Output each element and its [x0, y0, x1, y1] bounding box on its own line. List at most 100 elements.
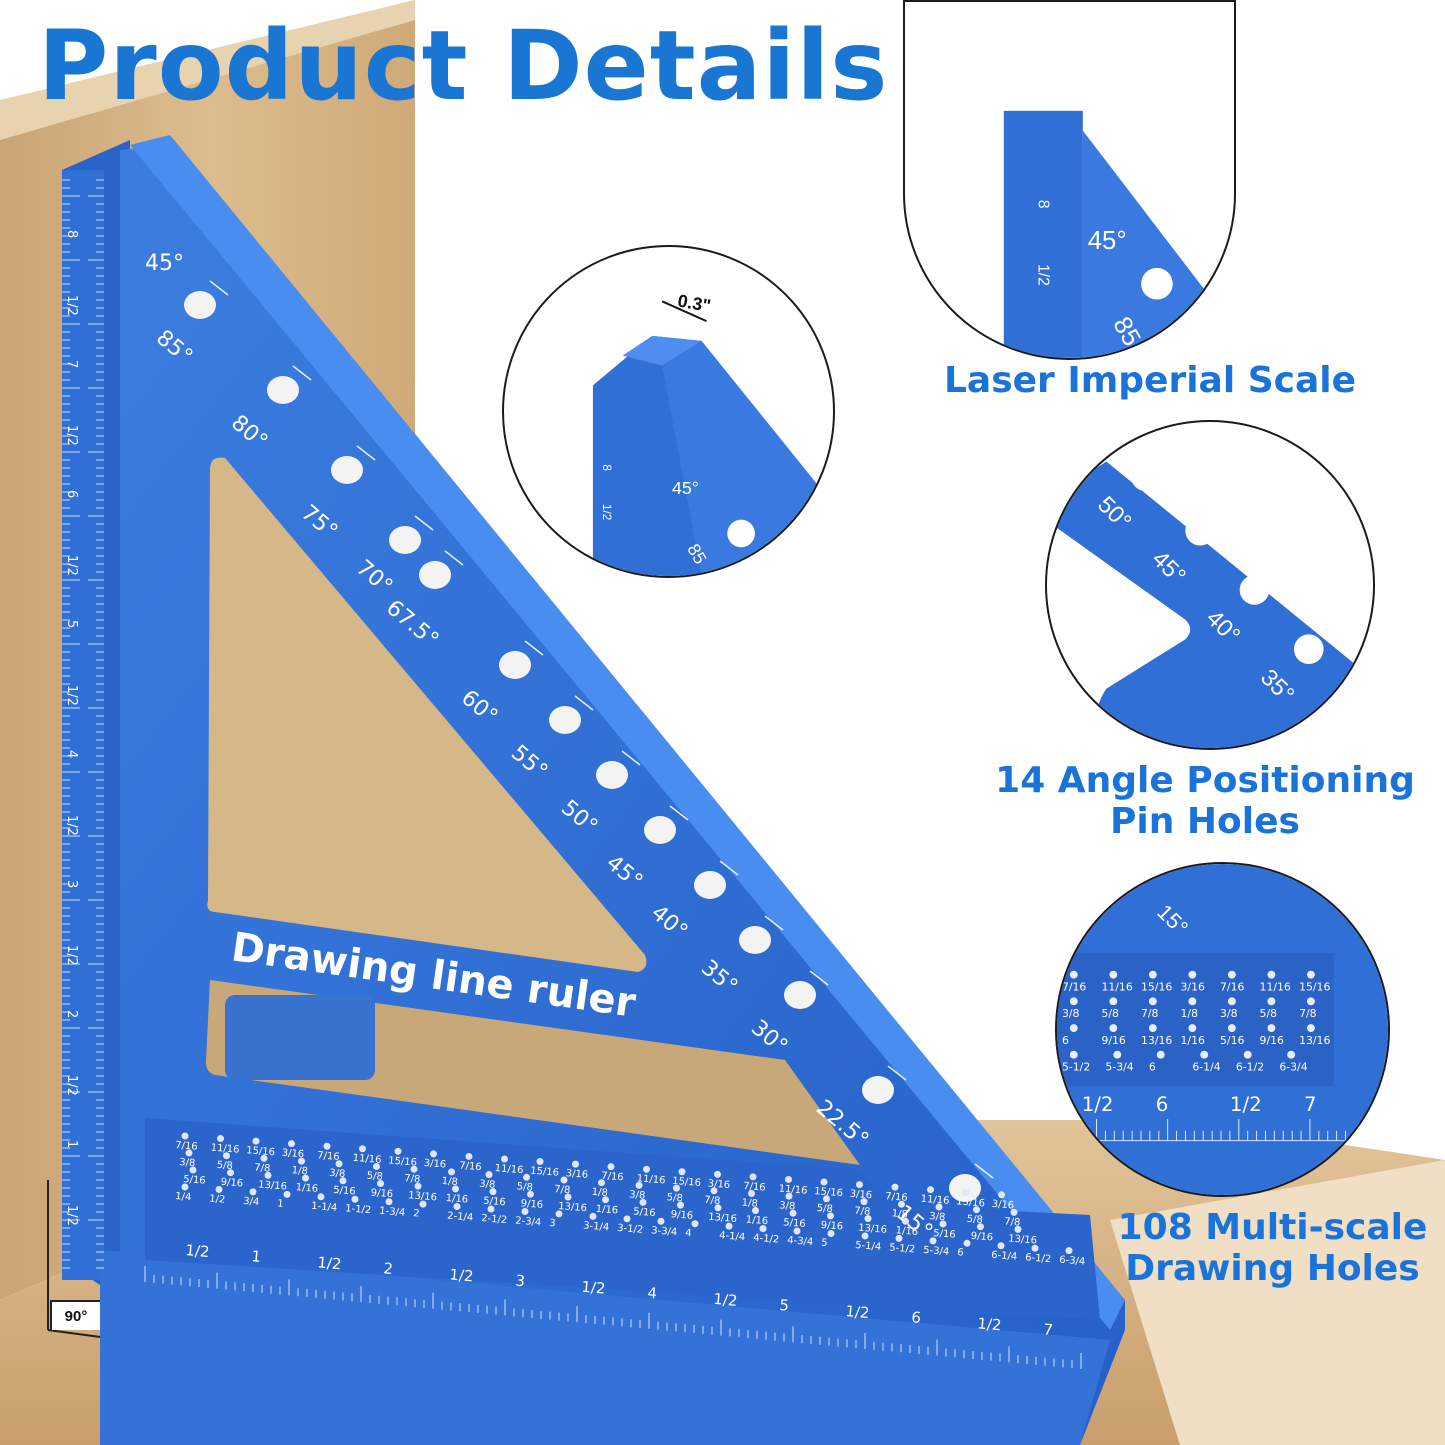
bottom-scale-label: 1: [251, 1247, 262, 1266]
drawing-hole-label: 7/16: [743, 1181, 766, 1194]
drawing-hole-label: 3-3/4: [651, 1225, 678, 1238]
holes-detail-ticks: [1096, 1118, 1382, 1141]
vertical-scale-label: 1/2: [64, 295, 79, 316]
holes-detail-label: 11/16: [1101, 980, 1132, 993]
drawing-hole-label: 11/16: [352, 1153, 382, 1166]
scale-angle-45: 45°: [1088, 227, 1127, 255]
drawing-hole-label: 11/16: [210, 1143, 240, 1156]
bottom-scale-label: 1/2: [581, 1278, 607, 1298]
vertical-scale-label: 3: [64, 880, 79, 888]
caption-scale: Laser Imperial Scale: [943, 360, 1357, 401]
drawing-hole-label: 6-1/2: [1025, 1252, 1052, 1265]
holes-detail-label: 7/16: [1220, 980, 1244, 993]
drawing-hole-label: 7/16: [601, 1171, 624, 1184]
drawing-hole-label: 7/16: [175, 1140, 198, 1153]
drawing-hole-label: 5/8: [516, 1181, 533, 1193]
caption-pin-holes-line2: Pin Holes: [1110, 801, 1300, 843]
thickness-label: 0.3": [676, 291, 712, 316]
angle-holes: [184, 280, 994, 1202]
holes-detail-label: 5-3/4: [1105, 1061, 1133, 1074]
thickness-angle-45: 45°: [672, 478, 699, 498]
drawing-hole-label: 3/8: [779, 1200, 796, 1212]
drawing-hole-label: 3/8: [929, 1211, 946, 1223]
drawing-hole-label: 5: [821, 1238, 828, 1249]
holes-detail-label: 13/16: [1299, 1034, 1330, 1047]
holes-detail-label: 15/16: [1141, 980, 1172, 993]
drawing-hole-label: 3-1/4: [583, 1220, 610, 1233]
drawing-hole-label: 13/16: [558, 1201, 588, 1214]
holes-detail-label: 7/16: [1062, 980, 1086, 993]
bottom-scale-label: 1/2: [317, 1253, 343, 1273]
drawing-hole-label: 3: [549, 1218, 556, 1229]
drawing-hole-label: 7/8: [404, 1173, 421, 1185]
drawing-hole-label: 15/16: [388, 1155, 418, 1168]
vertical-scale-label: 6: [64, 490, 79, 498]
drawing-hole-label: 13/16: [408, 1190, 438, 1203]
drawing-hole-label: 1/16: [595, 1204, 618, 1217]
bottom-scale-label: 1/2: [713, 1290, 739, 1310]
holes-detail-scale: 7: [1304, 1093, 1317, 1116]
bottom-scale-label: 1/2: [185, 1241, 211, 1261]
thickness-scale-8: 8: [600, 464, 614, 471]
caption-drawing-holes-line1: 108 Multi-scale: [1117, 1207, 1428, 1248]
drawing-hole-label: 3/8: [329, 1168, 346, 1180]
holes-detail-label: 6: [1062, 1034, 1069, 1047]
holes-detail-label: 9/16: [1101, 1034, 1125, 1047]
holes-detail-label: 6-1/2: [1236, 1061, 1264, 1074]
drawing-hole-label: 4-1/2: [753, 1233, 780, 1246]
bottom-scale-label: 6: [911, 1308, 922, 1327]
drawing-hole-label: 15/16: [530, 1166, 560, 1179]
holes-detail-label: 11/16: [1260, 980, 1291, 993]
drawing-hole-label: 9/16: [820, 1220, 843, 1233]
page-title: Product Details: [38, 10, 889, 122]
vertical-scale-label: 1/2: [64, 425, 79, 446]
right-angle-badge: 90°: [50, 1300, 100, 1330]
drawing-hole-label: 15/16: [956, 1196, 986, 1209]
drawing-hole-label: 5/8: [366, 1171, 383, 1183]
holes-detail-scale: 1/2: [1230, 1093, 1262, 1116]
holes-detail-label: 1/16: [1181, 1034, 1205, 1047]
drawing-hole-label: 7/8: [1004, 1216, 1021, 1228]
bottom-scale-label: 1/2: [449, 1265, 475, 1285]
triangle-ruler: [62, 135, 1125, 1445]
vertical-scale-label: 1/2: [64, 945, 79, 966]
drawing-hole-label: 1: [277, 1198, 284, 1209]
holes-detail-label: 5-1/2: [1062, 1061, 1090, 1074]
drawing-hole-label: 7/8: [554, 1184, 571, 1196]
drawing-hole-label: 1/8: [441, 1176, 458, 1188]
drawing-hole-label: 5/16: [783, 1217, 806, 1230]
drawing-hole-label: 3/8: [479, 1179, 496, 1191]
bottom-scale-label: 3: [515, 1272, 526, 1291]
drawing-hole-label: 11/16: [636, 1173, 666, 1186]
drawing-hole-label: 1/16: [445, 1193, 468, 1206]
drawing-hole-label: 5/16: [483, 1196, 506, 1209]
bottom-scale-label: 2: [383, 1259, 394, 1278]
bottom-scale-label: 5: [779, 1296, 790, 1315]
drawing-hole-label: 6-1/4: [991, 1250, 1018, 1263]
drawing-hole-label: 7/16: [885, 1191, 908, 1204]
holes-detail-label: 3/16: [1181, 980, 1205, 993]
drawing-hole-label: 4-1/4: [719, 1230, 746, 1243]
angle-mark: 45°: [145, 251, 184, 276]
drawing-hole-label: 13/16: [258, 1179, 288, 1192]
drawing-hole-label: 3/16: [991, 1199, 1014, 1212]
holes-detail-label: 3/8: [1220, 1007, 1238, 1020]
drawing-hole-label: 1/8: [891, 1208, 908, 1220]
drawing-hole-label: 5/16: [183, 1174, 206, 1187]
drawing-hole-label: 13/16: [708, 1212, 738, 1225]
drawing-hole-label: 5-3/4: [923, 1245, 950, 1258]
holes-detail-scale: 6: [1156, 1093, 1169, 1116]
drawing-hole-label: 1/16: [895, 1225, 918, 1238]
scale-mark-8: 8: [1034, 200, 1051, 209]
bottom-scale-label: 7: [1043, 1320, 1054, 1339]
vertical-scale-label: 5: [64, 620, 79, 628]
drawing-hole-label: 6: [957, 1247, 964, 1258]
detail-thickness: 0.3" 45° 85 8 1/2: [502, 245, 835, 578]
drawing-hole-label: 1-1/2: [345, 1203, 372, 1216]
drawing-hole-label: 1/4: [175, 1191, 192, 1203]
vertical-ticks: [62, 179, 104, 1269]
drawing-hole-label: 1/16: [745, 1215, 768, 1228]
